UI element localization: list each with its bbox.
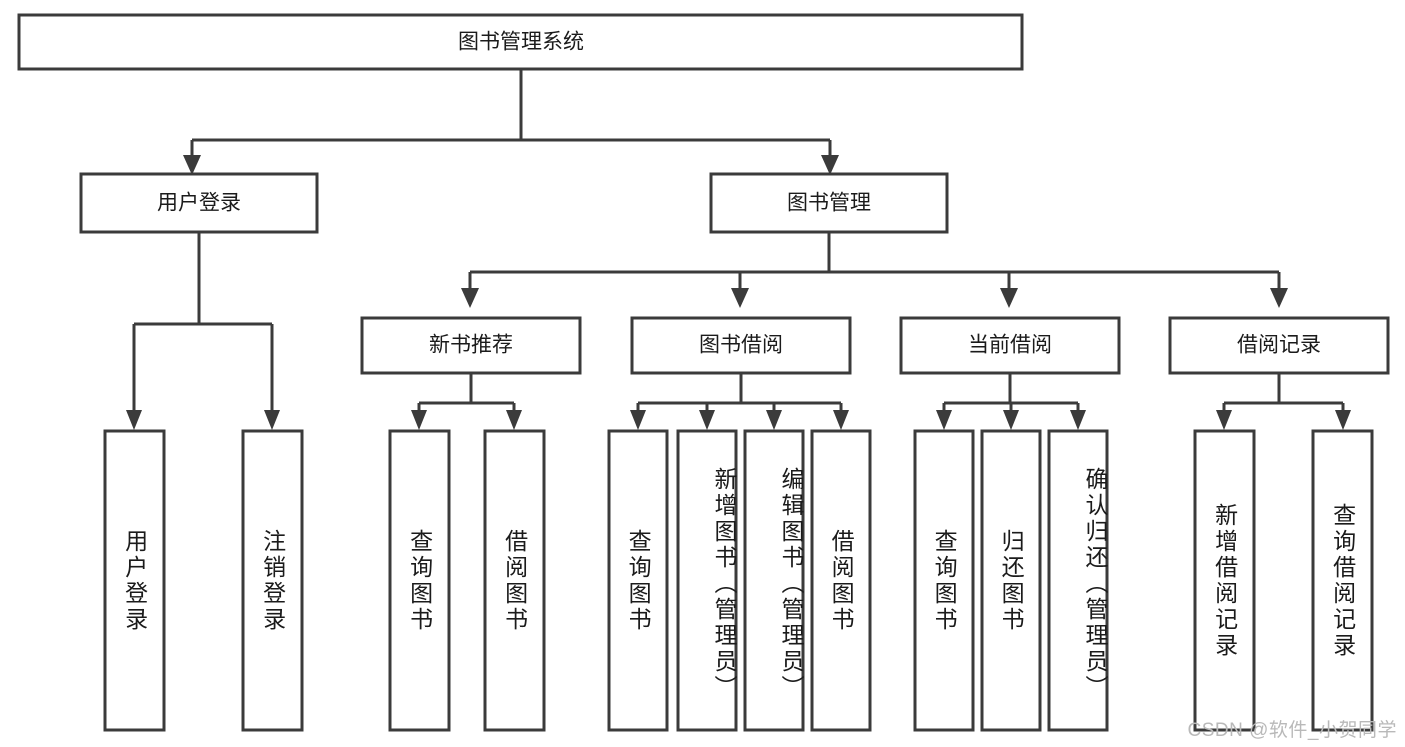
arrow-head-icon — [821, 155, 839, 175]
user-login-label: 用户登录 — [157, 192, 241, 215]
edge-borrow-record-to-leaves — [1216, 373, 1351, 430]
edge-new-book-recommend-to-leaves — [411, 373, 522, 430]
arrow-head-icon — [126, 410, 142, 430]
arrow-head-icon — [1270, 288, 1288, 308]
arrow-head-icon — [1070, 410, 1086, 430]
arrow-head-icon — [699, 410, 715, 430]
edge-user-login-to-leaves — [126, 232, 280, 430]
leaf-box[interactable] — [1193, 429, 1256, 732]
leaf-box[interactable] — [743, 429, 805, 732]
leaf-box[interactable] — [388, 429, 451, 732]
book-management-label: 图书管理 — [787, 192, 871, 215]
arrow-head-icon — [936, 410, 952, 430]
node-new-book-recommend[interactable]: 新书推荐 — [360, 316, 582, 375]
node-current-borrow[interactable]: 当前借阅 — [899, 316, 1121, 375]
current-borrow-box — [899, 316, 1121, 375]
arrow-head-icon — [731, 288, 749, 308]
node-book-borrow[interactable]: 图书借阅 — [630, 316, 852, 375]
edge-root-to-level2 — [183, 69, 839, 175]
edge-current-borrow-to-leaves — [936, 373, 1086, 430]
root-label: 图书管理系统 — [458, 31, 584, 54]
watermark-text: CSDN @软件_小贺同学 — [1187, 720, 1397, 741]
arrow-head-icon — [1000, 288, 1018, 308]
leaf-box[interactable] — [980, 429, 1042, 732]
edge-book-borrow-to-leaves — [630, 373, 849, 430]
edge-book-management-to-level3 — [461, 232, 1288, 308]
arrow-head-icon — [411, 410, 427, 430]
new-book-recommend-label: 新书推荐 — [429, 334, 513, 357]
leaf-box[interactable] — [241, 429, 304, 732]
node-borrow-record[interactable]: 借阅记录 — [1168, 316, 1390, 375]
user-login-box — [79, 172, 319, 234]
leaf-box[interactable] — [1311, 429, 1374, 732]
arrow-head-icon — [833, 410, 849, 430]
root-box — [17, 13, 1024, 71]
arrow-head-icon — [1216, 410, 1232, 430]
leaf-box[interactable] — [483, 429, 546, 732]
borrow-record-label: 借阅记录 — [1237, 334, 1321, 357]
node-user-login[interactable]: 用户登录 — [79, 172, 319, 234]
current-borrow-label: 当前借阅 — [968, 334, 1052, 357]
arrow-head-icon — [264, 410, 280, 430]
leaf-box[interactable] — [103, 429, 166, 732]
leaf-box[interactable] — [810, 429, 872, 732]
new-book-recommend-box — [360, 316, 582, 375]
book-borrow-label: 图书借阅 — [699, 334, 783, 357]
arrow-head-icon — [1003, 410, 1019, 430]
arrow-head-icon — [766, 410, 782, 430]
arrow-head-icon — [1335, 410, 1351, 430]
node-book-management[interactable]: 图书管理 — [709, 172, 949, 234]
arrow-head-icon — [461, 288, 479, 308]
arrow-head-icon — [506, 410, 522, 430]
arrow-head-icon — [183, 155, 201, 175]
leaf-box[interactable] — [1047, 429, 1109, 732]
leaf-box[interactable] — [607, 429, 669, 732]
arrow-head-icon — [630, 410, 646, 430]
node-root[interactable]: 图书管理系统 — [17, 13, 1024, 71]
leaf-box[interactable] — [913, 429, 975, 732]
leaf-box[interactable] — [676, 429, 738, 732]
